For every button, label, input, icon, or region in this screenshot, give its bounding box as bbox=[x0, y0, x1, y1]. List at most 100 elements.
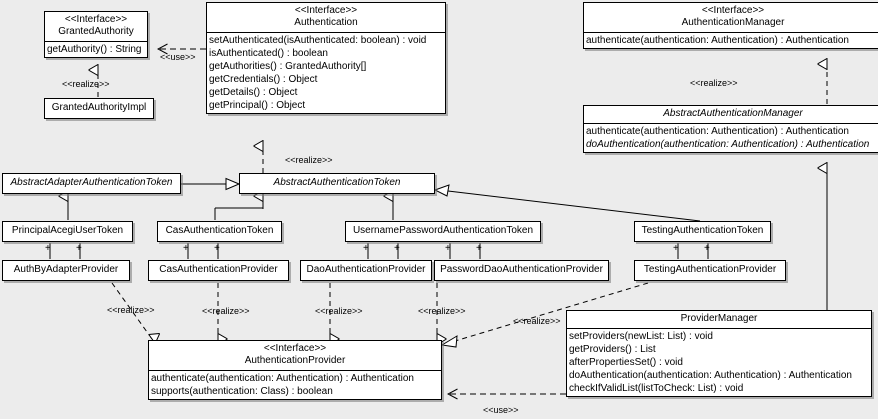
class-authentication[interactable]: <<Interface>> Authentication setAuthenti… bbox=[206, 2, 446, 114]
operation: doAuthentication(authentication: Authent… bbox=[569, 370, 852, 381]
class-principal-acegi-user-token[interactable]: PrincipalAcegiUserToken bbox=[2, 221, 133, 242]
class-header: <<Interface>> Authentication bbox=[207, 3, 445, 32]
operation: setAuthenticated(isAuthenticated: boolea… bbox=[209, 35, 427, 46]
class-header: TestingAuthenticationToken bbox=[635, 222, 770, 241]
class-name-label: ProviderManager bbox=[680, 313, 758, 324]
class-name-label: PrincipalAcegiUserToken bbox=[11, 225, 124, 236]
class-name-label: TestingAuthenticationProvider bbox=[643, 264, 777, 275]
assoc-plus-marker: + bbox=[363, 243, 369, 254]
stereotype-label: <<Interface>> bbox=[64, 14, 128, 25]
class-dao-authentication-provider[interactable]: DaoAuthenticationProvider bbox=[300, 260, 432, 281]
assoc-plus-marker: + bbox=[76, 243, 82, 254]
operations-compartment: authenticate(authentication: Authenticat… bbox=[149, 370, 441, 399]
operation: supports(authentication: Class) : boolea… bbox=[151, 386, 333, 397]
class-header: PrincipalAcegiUserToken bbox=[3, 222, 132, 241]
class-name-label: AbstractAuthenticationToken bbox=[273, 177, 401, 188]
edge-label-realize-authentication-manager: <<realize>> bbox=[690, 78, 738, 88]
edge-testingauthenticationtoken-extends-abstractauthenticationtoken bbox=[433, 184, 701, 222]
stereotype-label: <<Interface>> bbox=[263, 343, 327, 354]
class-name-label: AuthenticationProvider bbox=[244, 355, 346, 366]
class-header: CasAuthenticationProvider bbox=[149, 261, 288, 280]
class-header: AbstractAdapterAuthenticationToken bbox=[3, 174, 180, 193]
class-abstract-authentication-manager[interactable]: AbstractAuthenticationManager authentica… bbox=[583, 105, 878, 153]
class-header: <<Interface>> GrantedAuthority bbox=[45, 12, 147, 41]
class-auth-by-adapter-provider[interactable]: AuthByAdapterProvider bbox=[2, 260, 130, 281]
operations-compartment: authenticate(authentication: Authenticat… bbox=[584, 32, 878, 48]
class-name-label: GrantedAuthority bbox=[58, 26, 134, 37]
operation: doAuthentication(authentication: Authent… bbox=[586, 139, 870, 150]
class-name-label: Authentication bbox=[294, 17, 358, 28]
edge-label-use-granted-authority: <<use>> bbox=[160, 52, 196, 62]
class-name-label: PasswordDaoAuthenticationProvider bbox=[440, 264, 603, 275]
stereotype-label: <<Interface>> bbox=[701, 5, 765, 16]
operations-compartment: setAuthenticated(isAuthenticated: boolea… bbox=[207, 32, 445, 113]
operation: authenticate(authentication: Authenticat… bbox=[586, 35, 849, 46]
class-abstract-authentication-token[interactable]: AbstractAuthenticationToken bbox=[239, 173, 435, 194]
class-name-label: AbstractAuthenticationManager bbox=[663, 108, 803, 119]
class-name-label: DaoAuthenticationProvider bbox=[306, 264, 426, 275]
class-name-label: AbstractAdapterAuthenticationToken bbox=[10, 177, 173, 188]
operation: getProviders() : List bbox=[569, 344, 656, 355]
operation: afterPropertiesSet() : void bbox=[569, 357, 683, 368]
operations-compartment: setProviders(newList: List) : void getPr… bbox=[567, 328, 871, 396]
assoc-plus-marker: + bbox=[673, 243, 679, 254]
class-abstract-adapter-authentication-token[interactable]: AbstractAdapterAuthenticationToken bbox=[2, 173, 181, 194]
edge-label-use-provider-manager: <<use>> bbox=[483, 405, 519, 415]
edge-label-realize-testing-authentication-provider: <<realize>> bbox=[513, 316, 561, 326]
operations-compartment: getAuthority() : String bbox=[45, 41, 147, 57]
stereotype-label: <<Interface>> bbox=[294, 5, 358, 16]
operation: checkIfValidList(listToCheck: List) : vo… bbox=[569, 383, 744, 394]
class-header: PasswordDaoAuthenticationProvider bbox=[435, 261, 608, 280]
operation: getCredentials() : Object bbox=[209, 74, 318, 85]
assoc-plus-marker: + bbox=[394, 243, 400, 254]
operations-compartment: authenticate(authentication: Authenticat… bbox=[584, 123, 878, 152]
class-header: <<Interface>> AuthenticationProvider bbox=[149, 341, 441, 370]
edge-label-realize-dao-authentication-provider: <<realize>> bbox=[315, 306, 363, 316]
operation: getAuthority() : String bbox=[47, 44, 142, 55]
class-provider-manager[interactable]: ProviderManager setProviders(newList: Li… bbox=[566, 310, 872, 397]
assoc-plus-marker: + bbox=[445, 243, 451, 254]
class-testing-authentication-provider[interactable]: TestingAuthenticationProvider bbox=[634, 260, 786, 281]
operation: authenticate(authentication: Authenticat… bbox=[586, 126, 849, 137]
edge-label-realize-granted-authority-impl: <<realize>> bbox=[62, 79, 110, 89]
class-granted-authority[interactable]: <<Interface>> GrantedAuthority getAuthor… bbox=[44, 11, 148, 58]
class-testing-authentication-token[interactable]: TestingAuthenticationToken bbox=[634, 221, 771, 242]
class-name-label: UsernamePasswordAuthenticationToken bbox=[352, 225, 534, 236]
class-granted-authority-impl[interactable]: GrantedAuthorityImpl bbox=[44, 98, 154, 119]
assoc-plus-marker: + bbox=[704, 243, 710, 254]
assoc-plus-marker: + bbox=[214, 243, 220, 254]
operation: setProviders(newList: List) : void bbox=[569, 331, 713, 342]
edge-label-realize-password-dao-authentication-provider: <<realize>> bbox=[418, 306, 466, 316]
class-name-label: AuthByAdapterProvider bbox=[13, 264, 119, 275]
class-header: AbstractAuthenticationManager bbox=[584, 106, 878, 123]
class-header: AuthByAdapterProvider bbox=[3, 261, 129, 280]
operation: isAuthenticated() : boolean bbox=[209, 48, 328, 59]
class-cas-authentication-token[interactable]: CasAuthenticationToken bbox=[157, 221, 282, 242]
class-header: AbstractAuthenticationToken bbox=[240, 174, 434, 193]
edge-label-realize-auth-by-adapter-provider: <<realize>> bbox=[107, 305, 155, 315]
class-name-label: TestingAuthenticationToken bbox=[641, 225, 764, 236]
class-name-label: GrantedAuthorityImpl bbox=[51, 102, 147, 113]
class-password-dao-authentication-provider[interactable]: PasswordDaoAuthenticationProvider bbox=[434, 260, 609, 281]
operation: getAuthorities() : GrantedAuthority[] bbox=[209, 61, 367, 72]
operation: getDetails() : Object bbox=[209, 87, 298, 98]
class-authentication-manager[interactable]: <<Interface>> AuthenticationManager auth… bbox=[583, 2, 878, 49]
class-cas-authentication-provider[interactable]: CasAuthenticationProvider bbox=[148, 260, 289, 281]
edge-assoc-usernamepassword-dao bbox=[367, 243, 481, 259]
class-name-label: CasAuthenticationProvider bbox=[159, 264, 278, 275]
class-header: DaoAuthenticationProvider bbox=[301, 261, 431, 280]
class-header: <<Interface>> AuthenticationManager bbox=[584, 3, 878, 32]
assoc-plus-marker: + bbox=[476, 243, 482, 254]
operation: getPrincipal() : Object bbox=[209, 100, 306, 111]
class-name-label: AuthenticationManager bbox=[681, 17, 785, 28]
edge-label-realize-abstract-authentication-token: <<realize>> bbox=[285, 155, 333, 165]
class-header: ProviderManager bbox=[567, 311, 871, 328]
class-authentication-provider[interactable]: <<Interface>> AuthenticationProvider aut… bbox=[148, 340, 442, 400]
class-username-password-authentication-token[interactable]: UsernamePasswordAuthenticationToken bbox=[345, 221, 541, 242]
edge-label-realize-cas-authentication-provider: <<realize>> bbox=[202, 306, 250, 316]
class-header: GrantedAuthorityImpl bbox=[45, 99, 153, 118]
operation: authenticate(authentication: Authenticat… bbox=[151, 373, 414, 384]
class-header: TestingAuthenticationProvider bbox=[635, 261, 785, 280]
edge-abstractadaptertoken-extends-abstractauthenticationtoken bbox=[181, 177, 241, 191]
